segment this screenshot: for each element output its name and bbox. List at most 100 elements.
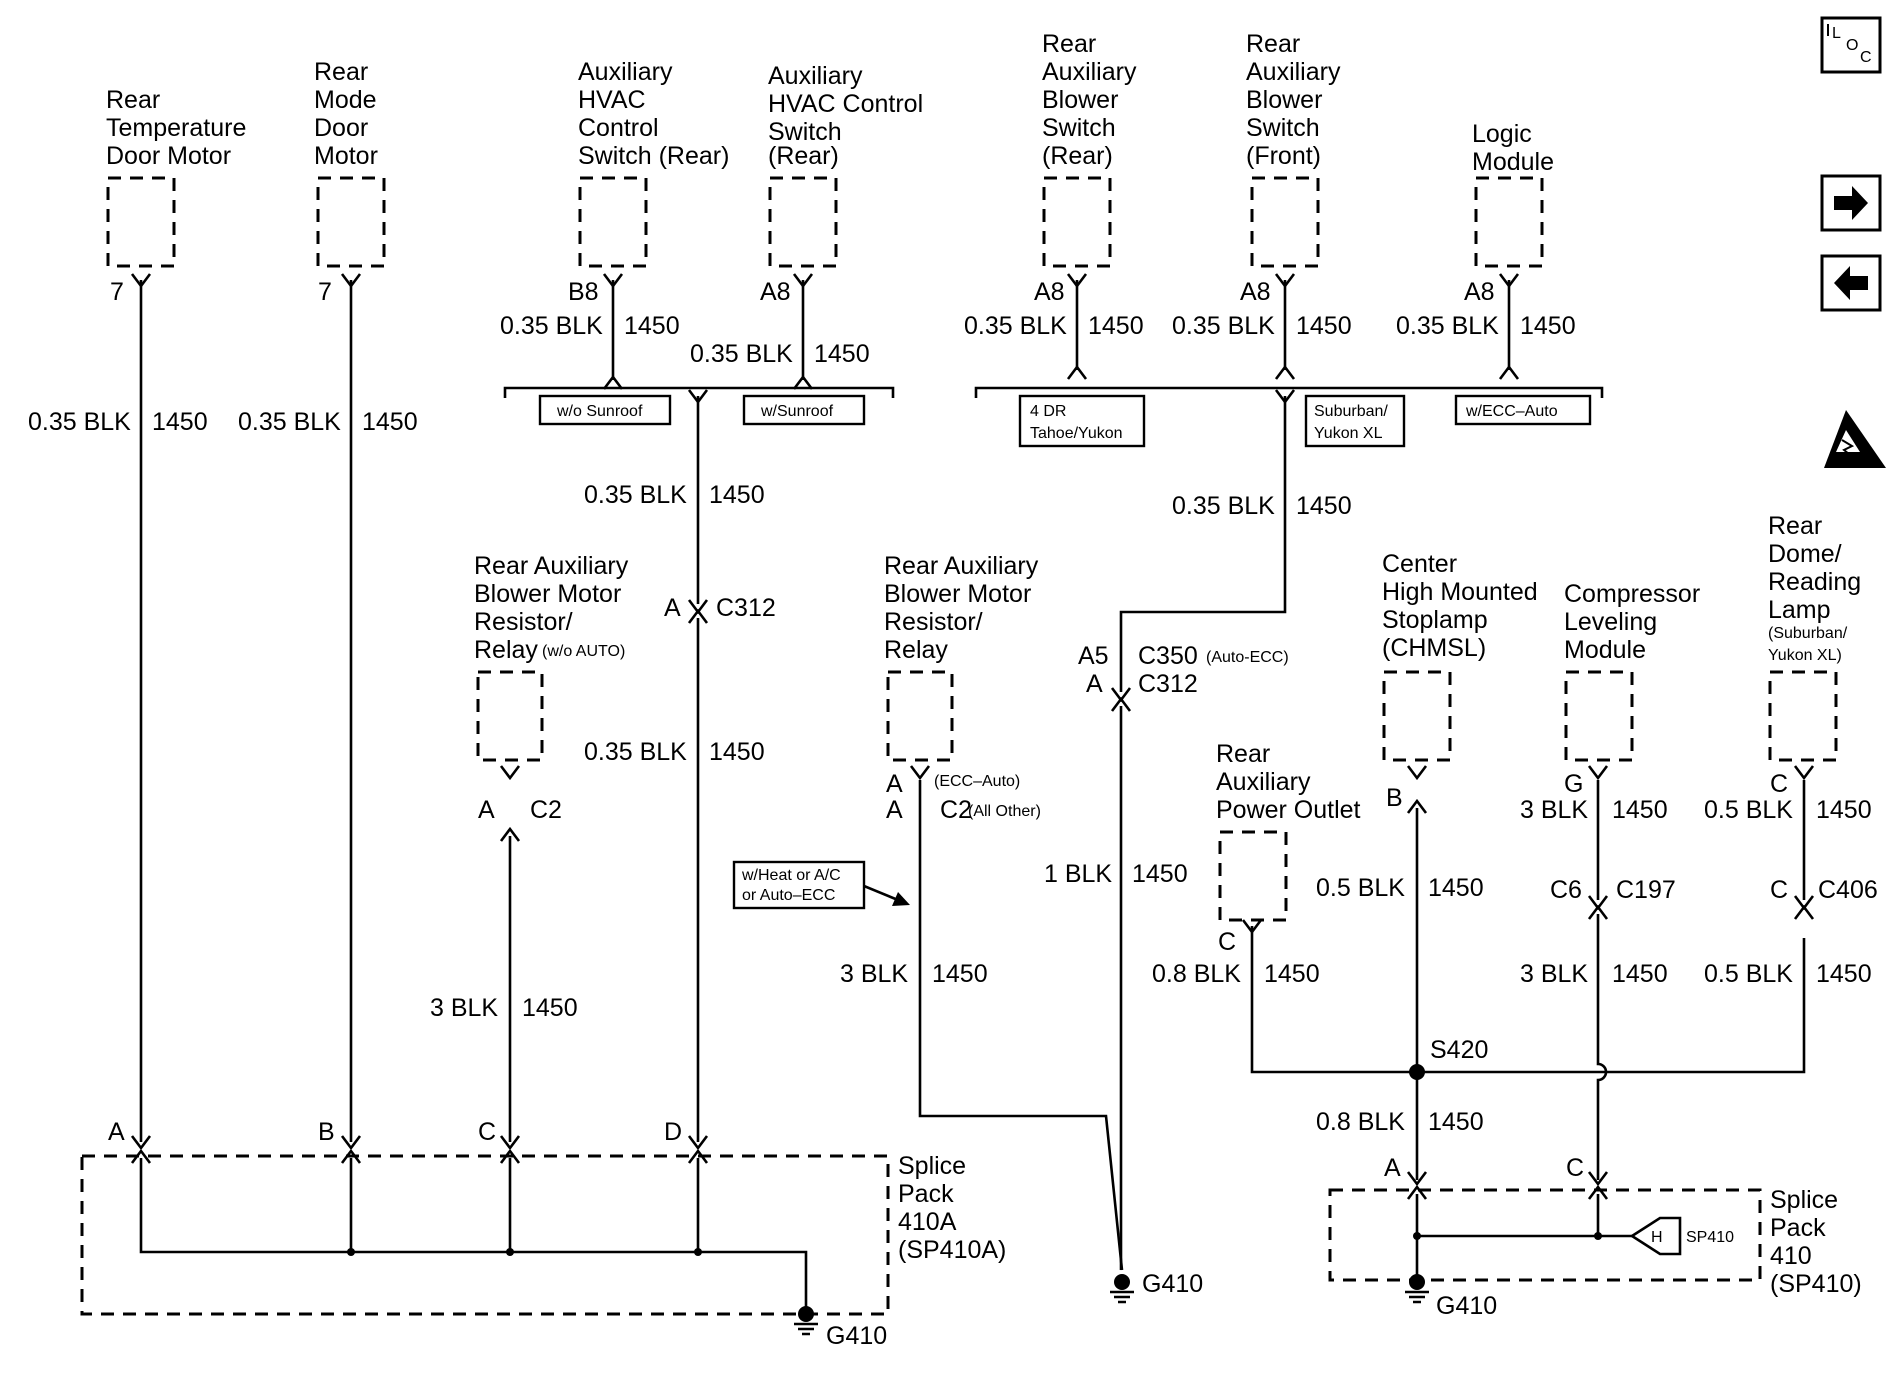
connector-c2: C2: [940, 796, 972, 824]
svg-text:Control: Control: [578, 114, 659, 142]
circuit-label: 1450: [709, 738, 765, 766]
svg-text:Motor: Motor: [314, 142, 378, 170]
connector-c312: C312: [716, 594, 776, 622]
svg-text:Center: Center: [1382, 550, 1457, 578]
pin-label: A: [886, 770, 903, 798]
pin-label: A8: [1240, 278, 1271, 306]
pin-label: A5: [1078, 642, 1109, 670]
svg-text:(CHMSL): (CHMSL): [1382, 634, 1486, 662]
svg-text:Auxiliary: Auxiliary: [1042, 58, 1137, 86]
wire-label: 3 BLK: [1520, 796, 1588, 824]
wire-label: 0.35 BLK: [28, 408, 131, 436]
c350-note: (Auto-ECC): [1206, 649, 1289, 666]
circuit-label: 1450: [1132, 860, 1188, 888]
rear-mode-door-motor-label: Rear Mode Door Motor: [314, 58, 378, 170]
suburban-option: Suburban/: [1314, 403, 1388, 420]
svg-text:Splice: Splice: [1770, 1186, 1838, 1214]
svg-text:Mode: Mode: [314, 86, 377, 114]
pin-label: C: [478, 1118, 496, 1146]
wire-label: 0.35 BLK: [584, 738, 687, 766]
svg-text:(Rear): (Rear): [1042, 142, 1113, 170]
logic-module-label: Logic Module: [1472, 120, 1554, 176]
rear-temp-door-motor-label: Rear Temperature Door Motor: [106, 86, 246, 170]
circuit-label: 1450: [1428, 1108, 1484, 1136]
heat-ac-option: or Auto–ECC: [742, 887, 835, 904]
rear-aux-power-outlet-label: Rear Auxiliary Power Outlet: [1216, 740, 1361, 824]
aux-hvac-control-switch-rear-2-label: Auxiliary HVAC Control Switch (Rear): [768, 62, 923, 170]
circuit-label: 1450: [932, 960, 988, 988]
option-bus: [503, 386, 895, 398]
ecc-auto-note: (ECC–Auto): [934, 773, 1020, 790]
svg-text:Stoplamp: Stoplamp: [1382, 606, 1488, 634]
tahoe-option: 4 DR: [1030, 403, 1066, 420]
pin-label: 7: [110, 278, 124, 306]
circuit-label: 1450: [1520, 312, 1576, 340]
aux-hvac-switch-1-box: [578, 176, 648, 268]
pin-label: A: [886, 796, 903, 824]
rear-dome-lamp-label: Rear Dome/ Reading Lamp (Suburban/ Yukon…: [1768, 512, 1861, 664]
circuit-label: 1450: [1612, 960, 1668, 988]
pin-label: C: [1770, 770, 1788, 798]
svg-text:Logic: Logic: [1472, 120, 1532, 148]
ground-icon: [1110, 1274, 1134, 1304]
ground-icon: [794, 1306, 818, 1336]
splice-s420: [1409, 1064, 1425, 1080]
svg-text:HVAC Control: HVAC Control: [768, 90, 923, 118]
svg-text:HVAC: HVAC: [578, 86, 646, 114]
pin-label: A: [1384, 1154, 1401, 1182]
blower-resistor-relay-noauto-label: Rear Auxiliary Blower Motor Resistor/ Re…: [474, 552, 629, 664]
wire-label: 0.5 BLK: [1704, 960, 1793, 988]
svg-text:Relay: Relay: [884, 636, 948, 664]
arrow-right-icon[interactable]: [1820, 174, 1882, 232]
svg-text:Lamp: Lamp: [1768, 596, 1831, 624]
circuit-label: 1450: [1428, 874, 1484, 902]
splice-s420-label: S420: [1430, 1036, 1488, 1064]
circuit-label: 1450: [814, 340, 870, 368]
blower-switch-front-box: [1250, 176, 1320, 268]
suburban-option: Yukon XL: [1314, 425, 1383, 442]
svg-text:Blower: Blower: [1246, 86, 1322, 114]
aux-hvac-control-switch-rear-1-label: Auxiliary HVAC Control Switch (Rear): [578, 58, 729, 170]
pin-label: D: [664, 1118, 682, 1146]
svg-text:Switch: Switch: [1246, 114, 1320, 142]
compressor-leveling-label: Compressor Leveling Module: [1564, 580, 1700, 664]
pin-label: C: [1218, 928, 1236, 956]
svg-text:Blower: Blower: [1042, 86, 1118, 114]
svg-text:Compressor: Compressor: [1564, 580, 1700, 608]
wire-label: 0.35 BLK: [964, 312, 1067, 340]
splice-pack-410a-label: Splice Pack 410A (SP410A): [898, 1152, 1006, 1264]
chmsl-box: [1382, 670, 1452, 762]
rear-aux-blower-switch-front-label: Rear Auxiliary Blower Switch (Front): [1246, 30, 1341, 170]
circuit-label: 1450: [624, 312, 680, 340]
svg-text:Pack: Pack: [898, 1180, 954, 1208]
svg-text:Resistor/: Resistor/: [474, 608, 573, 636]
pin-label: A: [664, 594, 681, 622]
svg-text:Rear: Rear: [106, 86, 160, 114]
sp410-h-connector: [1629, 1216, 1682, 1256]
svg-text:Switch: Switch: [768, 118, 842, 146]
arrow-left-icon[interactable]: [1820, 254, 1882, 312]
svg-text:Temperature: Temperature: [106, 114, 246, 142]
svg-text:Door: Door: [314, 114, 368, 142]
svg-text:Splice: Splice: [898, 1152, 966, 1180]
tahoe-option-box: [1018, 394, 1146, 448]
splice-pack-410-label: Splice Pack 410 (SP410): [1770, 1186, 1862, 1298]
circuit-label: 1450: [1816, 796, 1872, 824]
wo-sunroof-option: w/o Sunroof: [556, 403, 643, 420]
pin-label: A8: [1464, 278, 1495, 306]
location-icon[interactable]: L O C: [1820, 16, 1882, 74]
heat-ac-option-box: [732, 860, 866, 910]
ground-g410-label: G410: [1142, 1270, 1203, 1298]
pin-label: A8: [1034, 278, 1065, 306]
svg-text:Module: Module: [1564, 636, 1646, 664]
circuit-label: 1450: [152, 408, 208, 436]
rear-mode-door-motor-box: [316, 176, 386, 268]
svg-text:Auxiliary: Auxiliary: [768, 62, 863, 90]
all-other-note: (All Other): [968, 803, 1041, 820]
circuit-label: 1450: [522, 994, 578, 1022]
chmsl-label: Center High Mounted Stoplamp (CHMSL): [1382, 550, 1538, 662]
circuit-label: 1450: [709, 481, 765, 509]
circuit-label: 1450: [362, 408, 418, 436]
ecc-auto-option-box: [1454, 394, 1592, 426]
